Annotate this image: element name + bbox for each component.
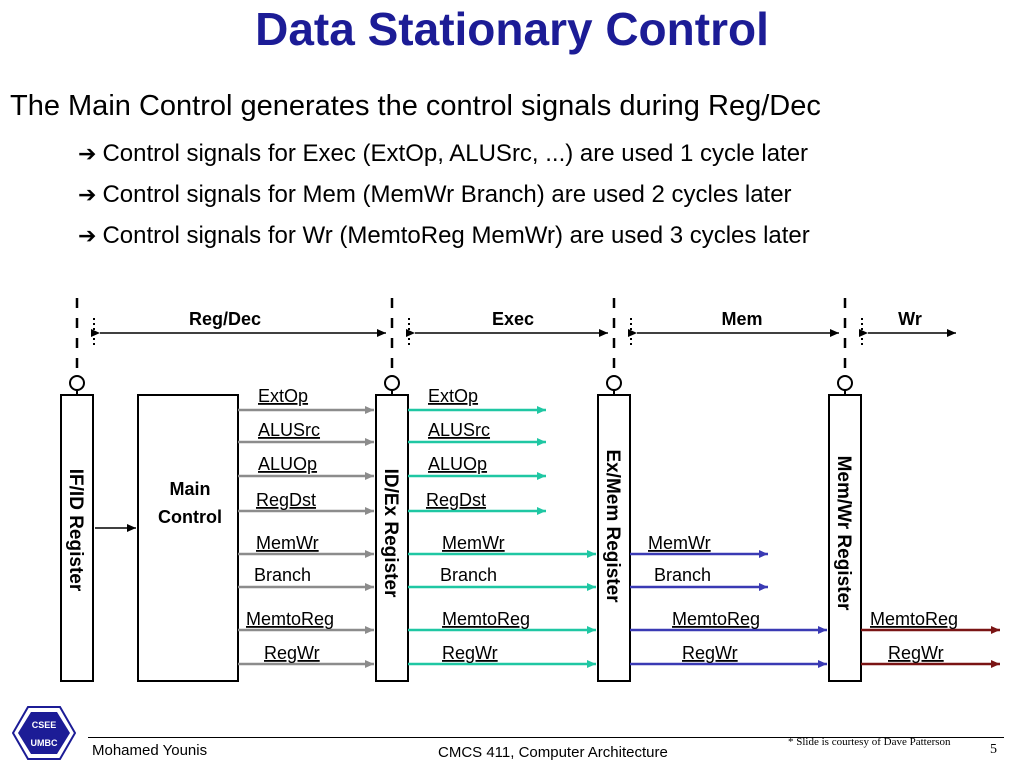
clock-circle — [606, 375, 622, 391]
signal-label-memwr: MemWr — [442, 533, 505, 553]
id-ex-register — [375, 394, 409, 682]
stage-label-mem: Mem — [721, 309, 762, 329]
main-control-label-line1: Main — [169, 479, 210, 499]
logo-text-bottom: UMBC — [31, 738, 58, 748]
arrow-right-icon: ➔ — [78, 223, 97, 248]
sub-point-wr: ➔Control signals for Wr (MemtoReg MemWr)… — [78, 222, 810, 250]
footer-divider — [88, 737, 1004, 738]
clock-circles — [69, 375, 853, 391]
if-id-register-label: IF/ID Register — [65, 469, 86, 592]
signal-label-regwr: RegWr — [888, 643, 944, 663]
footer-author: Mohamed Younis — [92, 742, 208, 759]
sub-point-text: Control signals for Wr (MemtoReg MemWr) … — [102, 222, 810, 249]
signal-label-aluop: ALUOp — [258, 454, 317, 474]
signal-label-memtoreg: MemtoReg — [442, 609, 530, 629]
id-ex-register-label: ID/Ex Register — [380, 469, 401, 598]
signal-label-regwr: RegWr — [442, 643, 498, 663]
page-number: 5 — [990, 742, 997, 757]
ex-mem-register-label: Ex/Mem Register — [602, 449, 623, 603]
arrow-right-icon: ➔ — [78, 141, 97, 166]
clock-circle — [69, 375, 85, 391]
signal-label-regwr: RegWr — [264, 643, 320, 663]
signal-label-branch: Branch — [654, 565, 711, 585]
logo-text-top: CSEE — [32, 720, 57, 730]
signal-label-aluop: ALUOp — [428, 454, 487, 474]
slide-title: Data Stationary Control — [255, 3, 769, 55]
mem-wr-register-label: Mem/Wr Register — [833, 456, 854, 611]
main-control-box — [137, 394, 239, 682]
main-point: The Main Control generates the control s… — [10, 90, 821, 122]
signal-label-memtoreg: MemtoReg — [870, 609, 958, 629]
signal-label-regwr: RegWr — [682, 643, 738, 663]
sub-point-text: Control signals for Exec (ExtOp, ALUSrc,… — [102, 140, 809, 167]
sub-point-exec: ➔Control signals for Exec (ExtOp, ALUSrc… — [78, 140, 808, 168]
signal-label-branch: Branch — [440, 565, 497, 585]
signal-label-regdst: RegDst — [426, 490, 486, 510]
signal-label-extop: ExtOp — [428, 386, 478, 406]
stage-label-reg-dec: Reg/Dec — [189, 309, 261, 329]
if-id-register — [60, 394, 94, 682]
signal-label-alusrc: ALUSrc — [258, 420, 320, 440]
sub-point-mem: ➔Control signals for Mem (MemWr Branch) … — [78, 181, 792, 209]
signal-label-memtoreg: MemtoReg — [246, 609, 334, 629]
arrow-right-icon: ➔ — [78, 182, 97, 207]
signal-label-memtoreg: MemtoReg — [672, 609, 760, 629]
signal-label-branch: Branch — [254, 565, 311, 585]
signal-label-extop: ExtOp — [258, 386, 308, 406]
stage-label-wr: Wr — [898, 309, 922, 329]
signal-label-regdst: RegDst — [256, 490, 316, 510]
clock-circle — [384, 375, 400, 391]
mem-wr-register — [828, 394, 862, 682]
footer-course: CMCS 411, Computer Architecture — [438, 744, 668, 761]
ex-mem-register — [597, 394, 631, 682]
signal-label-alusrc: ALUSrc — [428, 420, 490, 440]
stage-boundaries — [75, 298, 847, 370]
signal-label-memwr: MemWr — [648, 533, 711, 553]
clock-circle — [837, 375, 853, 391]
csee-umbc-logo: CSEE UMBC — [12, 706, 76, 760]
signal-label-memwr: MemWr — [256, 533, 319, 553]
footer-courtesy-note: * Slide is courtesy of Dave Patterson — [788, 736, 951, 748]
stage-label-exec: Exec — [492, 309, 534, 329]
main-control-label-line2: Control — [158, 507, 222, 527]
sub-point-text: Control signals for Mem (MemWr Branch) a… — [102, 181, 792, 208]
